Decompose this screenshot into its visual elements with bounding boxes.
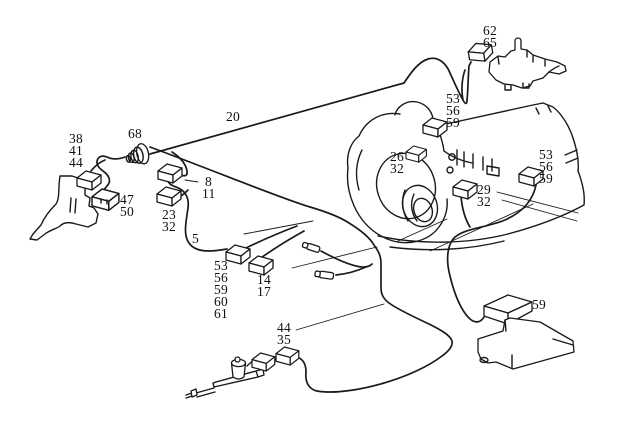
callout-53-56-59-60-61: 53 56 59 60 61 bbox=[214, 258, 228, 321]
branch-wire-5 bbox=[166, 151, 228, 252]
svg-text:11: 11 bbox=[202, 186, 216, 201]
svg-text:53: 53 bbox=[214, 258, 228, 273]
connector-26-32 bbox=[405, 145, 427, 163]
svg-text:56: 56 bbox=[214, 270, 228, 285]
callout-8-11: 8 11 bbox=[202, 174, 216, 201]
bullet-terminal bbox=[301, 241, 321, 253]
connector-44-35-b bbox=[275, 346, 300, 366]
callout-23-32: 23 32 bbox=[162, 207, 176, 234]
svg-text:62: 62 bbox=[483, 23, 497, 38]
svg-text:47: 47 bbox=[120, 192, 134, 207]
solenoid-valve-part bbox=[185, 356, 278, 399]
svg-text:26: 26 bbox=[390, 149, 404, 164]
left-bracket-part bbox=[29, 175, 99, 241]
svg-text:20: 20 bbox=[226, 109, 240, 124]
bell-housing-outline bbox=[346, 112, 448, 244]
svg-text:38: 38 bbox=[69, 131, 83, 146]
svg-text:5: 5 bbox=[192, 231, 199, 246]
switch-part bbox=[461, 37, 567, 101]
engine-assembly bbox=[346, 100, 585, 251]
svg-text:14: 14 bbox=[257, 272, 271, 287]
svg-text:44: 44 bbox=[69, 155, 83, 170]
control-module-box bbox=[477, 317, 575, 370]
svg-text:53: 53 bbox=[446, 91, 460, 106]
callout-59: 59 bbox=[532, 297, 546, 312]
svg-text:41: 41 bbox=[69, 143, 83, 158]
connector-38-41-44 bbox=[76, 170, 102, 191]
grommet bbox=[125, 143, 150, 165]
callout-44-35: 44 35 bbox=[277, 320, 291, 347]
svg-text:32: 32 bbox=[162, 219, 176, 234]
svg-text:23: 23 bbox=[162, 207, 176, 222]
relay-feed-wire bbox=[446, 184, 537, 323]
body-contour-lines bbox=[243, 191, 579, 269]
svg-text:35: 35 bbox=[277, 332, 291, 347]
connector-23-32 bbox=[156, 186, 182, 207]
bullet-terminal bbox=[314, 270, 335, 280]
svg-text:59: 59 bbox=[532, 297, 546, 312]
callout-38-41-44: 38 41 44 bbox=[69, 131, 83, 170]
connector-29-32 bbox=[452, 179, 478, 200]
svg-text:59: 59 bbox=[446, 115, 460, 130]
svg-text:32: 32 bbox=[477, 194, 491, 209]
svg-text:8: 8 bbox=[205, 174, 212, 189]
callout-62-65: 62 65 bbox=[483, 23, 497, 50]
svg-text:59: 59 bbox=[214, 282, 228, 297]
svg-text:56: 56 bbox=[446, 103, 460, 118]
svg-text:17: 17 bbox=[257, 284, 271, 299]
callout-leader-lines bbox=[184, 179, 385, 331]
svg-text:68: 68 bbox=[128, 126, 142, 141]
svg-text:59: 59 bbox=[539, 171, 553, 186]
callout-53-56-59-top: 53 56 59 bbox=[446, 91, 460, 130]
svg-text:32: 32 bbox=[390, 161, 404, 176]
connector-44-35-a bbox=[251, 352, 276, 372]
svg-text:56: 56 bbox=[539, 159, 553, 174]
callout-14-17: 14 17 bbox=[257, 272, 271, 299]
connector-47-50 bbox=[91, 188, 120, 212]
connector-8-11 bbox=[157, 163, 183, 184]
svg-text:29: 29 bbox=[477, 182, 491, 197]
harness-wire-20 bbox=[149, 57, 472, 155]
connectors bbox=[76, 40, 544, 372]
harness-wires bbox=[90, 57, 537, 393]
svg-text:60: 60 bbox=[214, 294, 228, 309]
svg-text:61: 61 bbox=[214, 306, 228, 321]
callout-68: 68 bbox=[128, 126, 142, 141]
callout-29-32: 29 32 bbox=[477, 182, 491, 209]
svg-text:65: 65 bbox=[483, 35, 497, 50]
svg-text:44: 44 bbox=[277, 320, 291, 335]
callout-20: 20 bbox=[226, 109, 240, 124]
callout-47-50: 47 50 bbox=[120, 192, 134, 219]
connector-53-56-59-top bbox=[422, 117, 448, 138]
harness-loop-wire bbox=[149, 146, 453, 393]
svg-text:53: 53 bbox=[539, 147, 553, 162]
callouts: 38 41 44 68 20 47 50 8 11 23 32 5 53 56 … bbox=[69, 23, 553, 347]
jumper-wire-assembly bbox=[301, 241, 373, 280]
valve-cover-outline bbox=[436, 102, 579, 172]
callout-5: 5 bbox=[192, 231, 199, 246]
svg-text:50: 50 bbox=[120, 204, 134, 219]
callout-53-56-59-right: 53 56 59 bbox=[539, 147, 553, 186]
callout-26-32: 26 32 bbox=[390, 149, 404, 176]
connector-53-56-59-60-61 bbox=[225, 244, 251, 265]
